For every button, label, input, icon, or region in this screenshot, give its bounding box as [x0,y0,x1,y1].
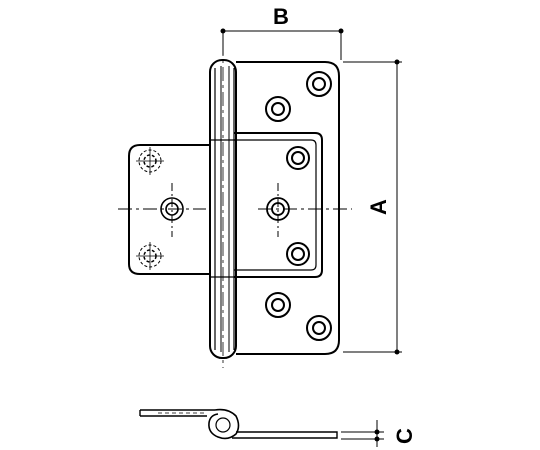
dimension-a [343,59,402,355]
large-leaf [234,61,352,355]
dimension-c-label: C [392,428,417,444]
large-leaf-screw-hole-7 [306,315,332,341]
small-leaf-screw-hole-top [136,147,164,175]
large-leaf-screw-hole-1 [306,71,332,97]
large-leaf-screw-hole-5 [286,242,310,266]
small-leaf [118,144,211,275]
dimension-b [220,28,344,60]
large-leaf-screw-hole-2 [265,96,291,122]
small-leaf-screw-hole-bottom [136,242,164,270]
dimension-b-label: B [273,4,289,29]
large-leaf-screw-hole-4 [266,197,290,221]
small-leaf-screw-hole-middle [160,197,184,221]
dimension-a-label: A [366,199,391,215]
side-profile-view [139,408,338,440]
large-leaf-screw-hole-3 [286,146,310,170]
large-leaf-screw-hole-6 [265,292,291,318]
hinge-knuckle [209,42,237,368]
dimension-c [341,420,384,447]
